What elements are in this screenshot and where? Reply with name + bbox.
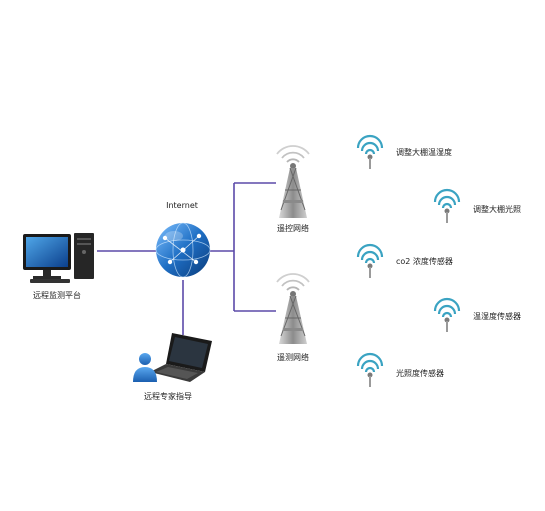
sensor-label: 光照度传感器 [396, 369, 444, 378]
wireless-sensor-icon [356, 352, 384, 387]
wireless-sensor-icon [433, 188, 461, 223]
expert-guidance-label: 远程专家指导 [144, 392, 192, 401]
wireless-sensor-icon [433, 297, 461, 332]
signal-tower-icon [276, 145, 310, 218]
signal-tower-icon [276, 273, 310, 344]
wireless-sensor-icon [356, 134, 384, 169]
sensor-label: 调整大棚温湿度 [396, 148, 452, 157]
connection-lines [97, 182, 276, 335]
sensor-label: co2 浓度传感器 [396, 257, 453, 266]
sensor-label: 调整大棚光照 [473, 205, 521, 214]
desktop-computer-icon [23, 233, 94, 283]
wireless-sensor-icon [356, 243, 384, 278]
internet-label: Internet [166, 201, 198, 210]
laptop-user-icon [133, 333, 212, 382]
remote-control-network-label: 遥控网络 [277, 224, 309, 233]
globe-icon [155, 222, 211, 278]
sensor-label: 温湿度传感器 [473, 312, 521, 321]
telemetry-network-label: 遥测网络 [277, 353, 309, 362]
monitor-platform-label: 远程监测平台 [33, 291, 81, 300]
